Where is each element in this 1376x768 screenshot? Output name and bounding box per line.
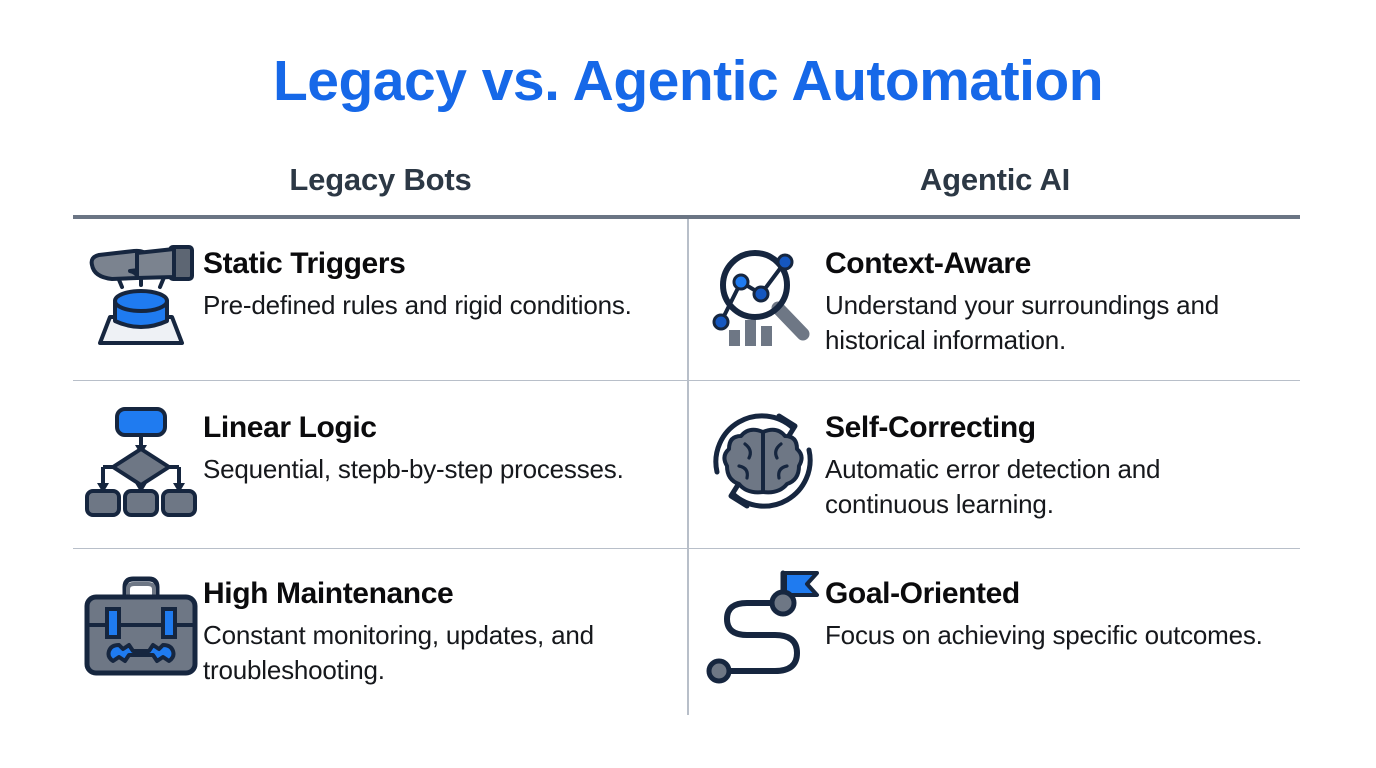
cell-description: Understand your surroundings and histori… — [825, 290, 1219, 355]
cell-text-block: Context-Aware Understand your surroundin… — [825, 238, 1275, 358]
cell-title: Goal-Oriented — [825, 577, 1020, 610]
goal-path-flag-icon — [700, 568, 825, 686]
cell-title: Context-Aware — [825, 247, 1031, 280]
comparison-cell-legacy-2: Linear Logic Sequential, stepb-by-step p… — [78, 402, 678, 520]
cell-description: Sequential, stepb-by-step processes. — [203, 454, 624, 484]
row-separator-1 — [73, 380, 1300, 381]
cell-text-block: Static Triggers Pre-defined rules and ri… — [203, 238, 653, 323]
toolbox-wrench-icon — [78, 568, 203, 686]
row-separator-2 — [73, 548, 1300, 549]
header-separator-rule — [73, 215, 1300, 219]
cell-text-block: Self-Correcting Automatic error detectio… — [825, 402, 1275, 522]
comparison-cell-agentic-3: Goal-Oriented Focus on achieving specifi… — [700, 568, 1300, 686]
cell-title: Static Triggers — [203, 247, 406, 280]
comparison-cell-legacy-3: High Maintenance Constant monitoring, up… — [78, 568, 678, 688]
brain-refresh-icon — [700, 402, 825, 520]
flowchart-icon — [78, 402, 203, 520]
cell-description: Pre-defined rules and rigid conditions. — [203, 290, 632, 320]
cell-title: High Maintenance — [203, 577, 454, 610]
cell-text-block: High Maintenance Constant monitoring, up… — [203, 568, 653, 688]
cell-description: Focus on achieving specific outcomes. — [825, 620, 1263, 650]
cell-description: Constant monitoring, updates, and troubl… — [203, 620, 594, 685]
column-divider — [687, 219, 689, 715]
comparison-cell-agentic-2: Self-Correcting Automatic error detectio… — [700, 402, 1300, 522]
cell-title: Linear Logic — [203, 411, 377, 444]
comparison-cell-legacy-1: Static Triggers Pre-defined rules and ri… — [78, 238, 678, 356]
hand-pressing-button-icon — [78, 238, 203, 356]
column-header-legacy: Legacy Bots — [289, 162, 472, 197]
cell-text-block: Goal-Oriented Focus on achieving specifi… — [825, 568, 1275, 653]
page-title: Legacy vs. Agentic Automation — [272, 49, 1104, 113]
column-header-agentic: Agentic AI — [919, 162, 1071, 197]
cell-description: Automatic error detection and continuous… — [825, 454, 1161, 519]
cell-title: Self-Correcting — [825, 411, 1036, 444]
magnifier-analytics-icon — [700, 238, 825, 356]
cell-text-block: Linear Logic Sequential, stepb-by-step p… — [203, 402, 653, 487]
comparison-cell-agentic-1: Context-Aware Understand your surroundin… — [700, 238, 1300, 358]
